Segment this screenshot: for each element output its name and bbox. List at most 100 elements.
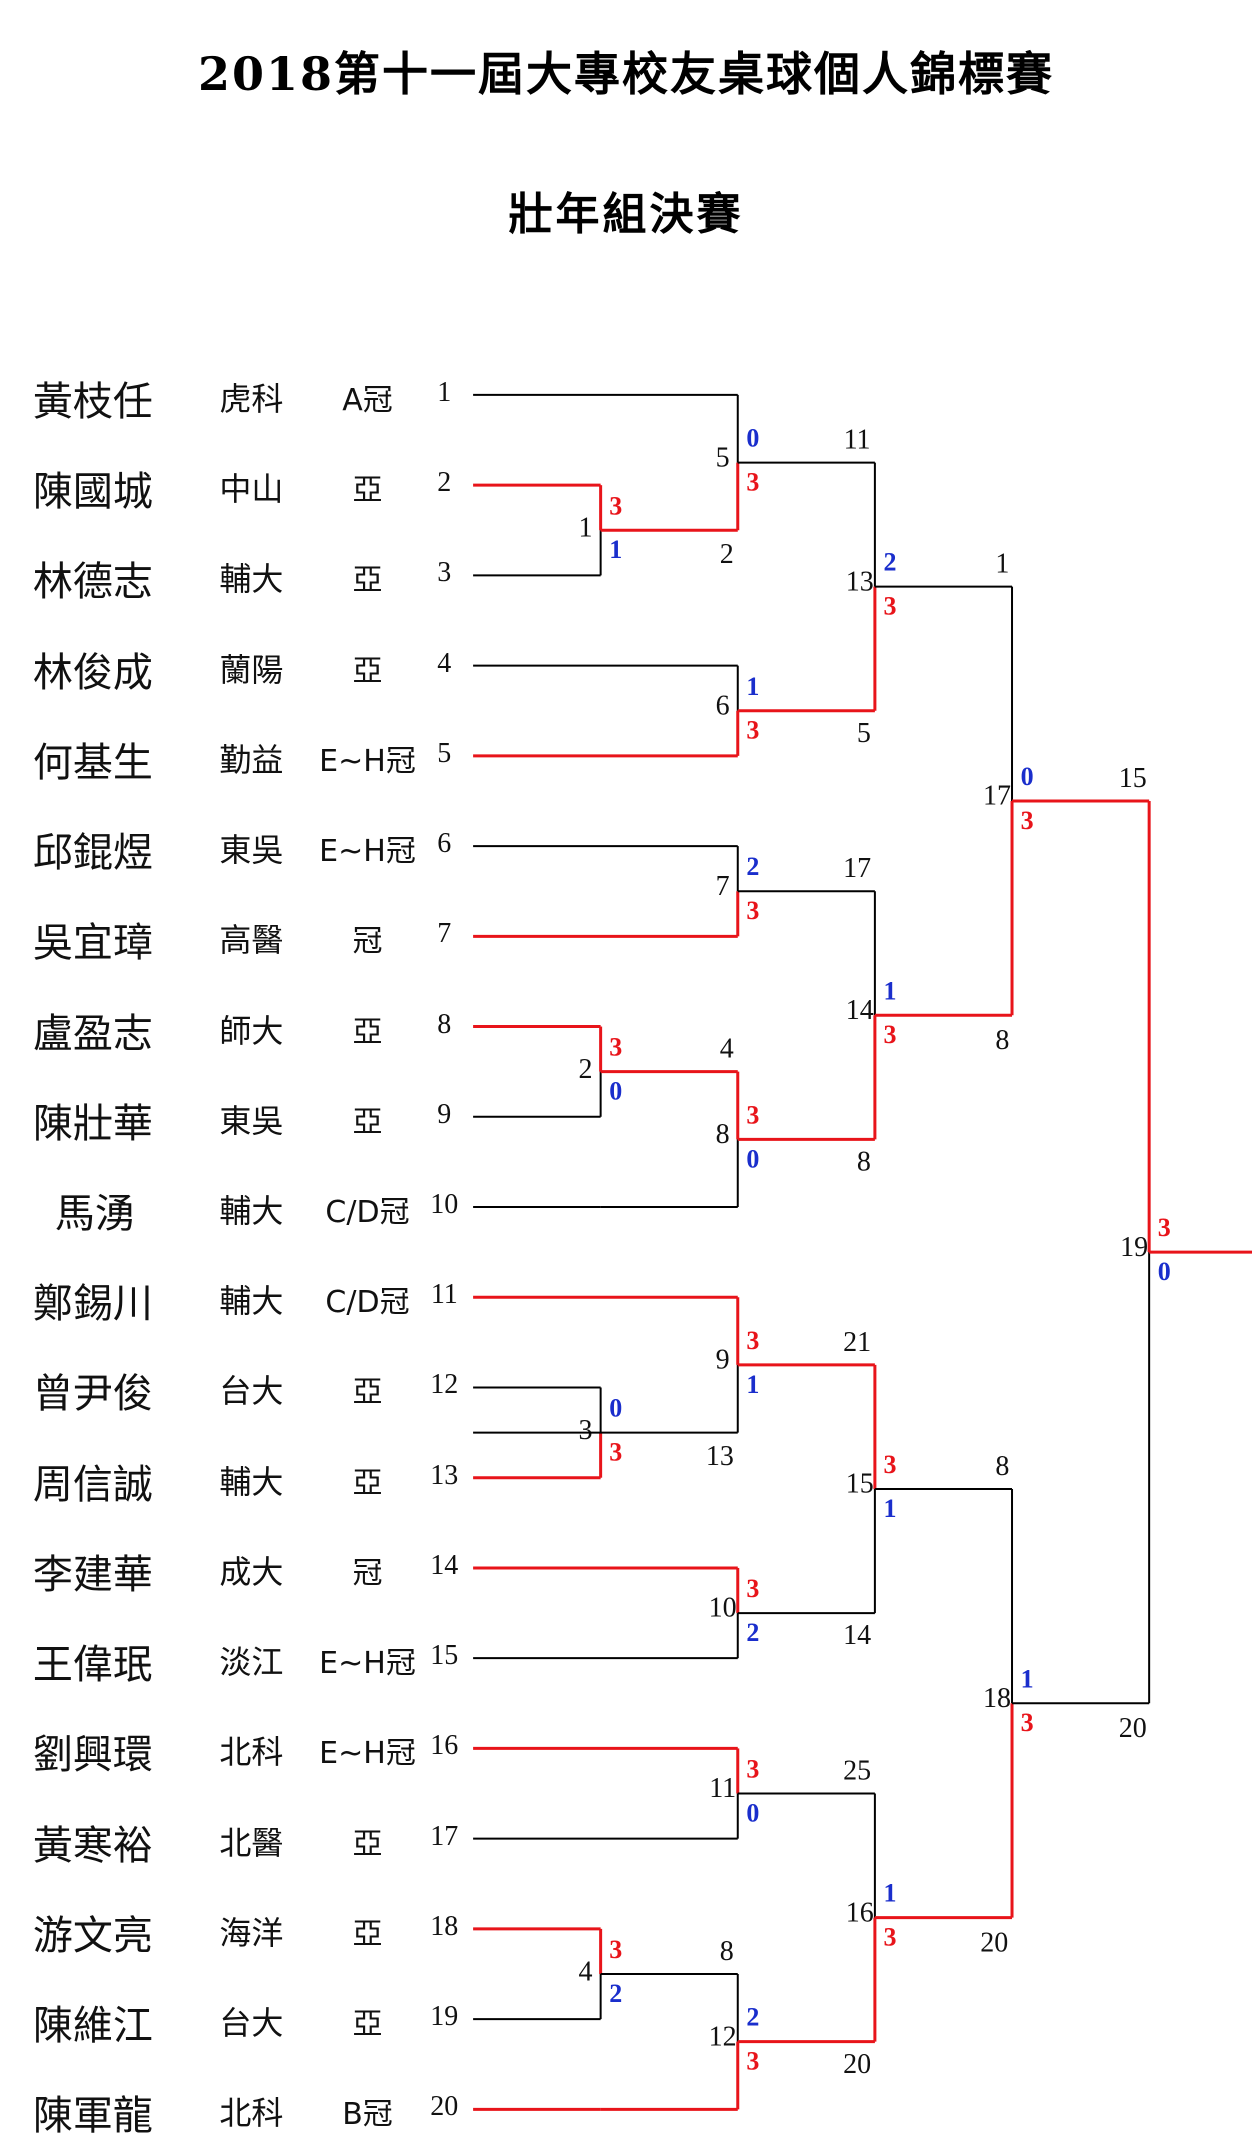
player-award: 亞 [352,2007,383,2043]
match-number: 8 [716,1119,730,1150]
player-school: 海洋 [219,1913,284,1952]
player-seed: 9 [437,1098,452,1130]
seed-label: 14 [843,1620,871,1651]
seed-label: 25 [843,1755,871,1786]
player-seed: 2 [437,467,452,499]
player-seed: 16 [430,1730,459,1762]
player-seed: 17 [430,1820,459,1852]
match-score: 3 [609,491,622,520]
player-award: B冠 [342,2097,393,2133]
match-score: 3 [1021,806,1034,835]
player-award: E~H冠 [319,1646,416,1682]
match-number: 12 [709,2021,737,2052]
match-number: 3 [579,1415,593,1446]
seed-label: 1 [995,549,1009,580]
match-number: 5 [716,442,730,473]
player-name: 鄭錫川 [32,1281,153,1328]
match-score: 2 [746,2003,759,2032]
match-number: 14 [846,995,874,1026]
match-number: 16 [846,1897,874,1928]
seed-label: 20 [843,2049,871,2080]
player-school: 蘭陽 [219,650,284,689]
player-name: 王偉珉 [32,1642,153,1689]
player-award: A冠 [342,382,393,418]
match-score: 3 [746,1326,759,1355]
match-number: 9 [716,1345,730,1376]
player-school: 輔大 [219,560,284,599]
match-score: 1 [746,1370,759,1399]
match-number: 2 [579,1054,593,1085]
match-score: 0 [746,1798,759,1827]
player-name: 陳維江 [32,2003,153,2050]
player-school: 師大 [219,1011,284,1050]
seed-label: 20 [980,1927,1008,1958]
player-name: 曾尹俊 [32,1371,153,1418]
player-seed: 4 [437,647,452,679]
player-name: 黃枝任 [32,378,153,425]
match-score: 1 [746,672,759,701]
player-school: 中山 [219,470,284,509]
player-seed: 14 [430,1549,459,1581]
seed-label: 8 [995,1451,1009,1482]
player-award: 冠 [352,1555,383,1591]
match-number: 11 [709,1773,736,1804]
player-award: 亞 [352,653,383,689]
page-subtitle: 壯年組決賽 [508,189,744,240]
player-award: E~H冠 [319,1736,416,1772]
match-score: 2 [609,1979,622,2008]
player-award: 亞 [352,1375,383,1411]
match-number: 19 [1120,1232,1148,1263]
player-seed: 10 [430,1189,459,1221]
player-name: 陳壯華 [32,1100,153,1147]
seed-label: 11 [844,424,871,455]
match-score: 0 [1021,762,1034,791]
player-name: 邱錕煜 [32,830,153,877]
player-school: 輔大 [219,1282,284,1321]
player-name: 何基生 [32,739,153,786]
match-score: 0 [609,1077,622,1106]
player-school: 輔大 [219,1462,284,1501]
player-school: 勤益 [219,740,284,779]
player-name: 黃寒裕 [32,1822,153,1869]
match-score: 1 [883,1494,896,1523]
match-score: 2 [746,852,759,881]
player-name: 林俊成 [32,649,153,696]
player-name: 李建華 [32,1551,153,1598]
match-number: 10 [709,1593,737,1624]
seed-label: 8 [995,1025,1009,1056]
player-school: 輔大 [219,1192,284,1231]
player-school: 虎科 [219,379,284,418]
player-school: 北醫 [219,1823,284,1862]
player-school: 東吳 [219,1101,284,1140]
match-score: 1 [883,976,896,1005]
player-award: E~H冠 [319,834,416,870]
player-school: 北科 [219,1733,284,1772]
match-score: 0 [746,1144,759,1173]
match-number: 4 [579,1956,593,1987]
match-score: 3 [883,1020,896,1049]
match-score: 3 [883,1923,896,1952]
match-score: 3 [1158,1213,1171,1242]
match-score: 1 [883,1879,896,1908]
match-score: 3 [746,1100,759,1129]
seed-label: 8 [720,1936,734,1967]
player-seed: 18 [430,1910,459,1942]
match-number: 7 [716,871,730,902]
player-award: C/D冠 [325,1285,410,1321]
seed-label: 15 [1119,763,1147,794]
player-seed: 13 [430,1459,459,1491]
seed-label: 4 [720,1034,734,1065]
match-score: 2 [746,1618,759,1647]
player-school: 成大 [219,1552,284,1591]
match-number: 15 [846,1469,874,1500]
seed-label: 2 [720,539,734,570]
match-score: 3 [1021,1708,1034,1737]
player-award: C/D冠 [325,1195,410,1231]
match-number: 6 [716,690,730,721]
match-score: 2 [883,548,896,577]
player-school: 東吳 [219,831,284,870]
player-seed: 15 [430,1640,459,1672]
seed-label: 17 [843,853,871,884]
player-school: 北科 [219,2094,284,2133]
